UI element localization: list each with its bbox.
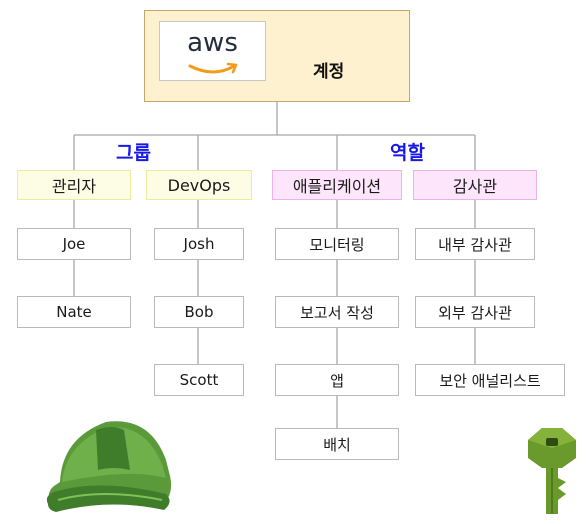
role-member: 보안 애널리스트: [415, 364, 565, 396]
group-member: Josh: [154, 228, 244, 260]
role-header-application: 애플리케이션: [272, 170, 402, 200]
key-icon: [528, 428, 576, 514]
role-member: 앱: [275, 364, 399, 396]
hardhat-icon: [46, 421, 172, 512]
group-member: Scott: [154, 364, 244, 396]
role-header-auditor: 감사관: [413, 170, 537, 200]
role-member: 내부 감사관: [415, 228, 535, 260]
group-member: Bob: [154, 296, 244, 328]
role-member: 모니터링: [275, 228, 399, 260]
group-header-devops: DevOps: [146, 170, 252, 200]
aws-logo: aws: [159, 21, 266, 81]
group-member: Joe: [17, 228, 131, 260]
role-member: 외부 감사관: [415, 296, 535, 328]
account-label: 계정: [313, 62, 345, 82]
roles-section-label: 역할: [390, 142, 425, 164]
groups-section-label: 그룹: [116, 142, 151, 164]
role-member: 보고서 작성: [275, 296, 399, 328]
aws-smile-icon: [188, 62, 238, 74]
account-box: aws 계정: [144, 10, 410, 102]
group-header-admin: 관리자: [17, 170, 131, 200]
role-member: 배치: [275, 428, 399, 460]
group-member: Nate: [17, 296, 131, 328]
aws-logo-text: aws: [187, 28, 238, 58]
